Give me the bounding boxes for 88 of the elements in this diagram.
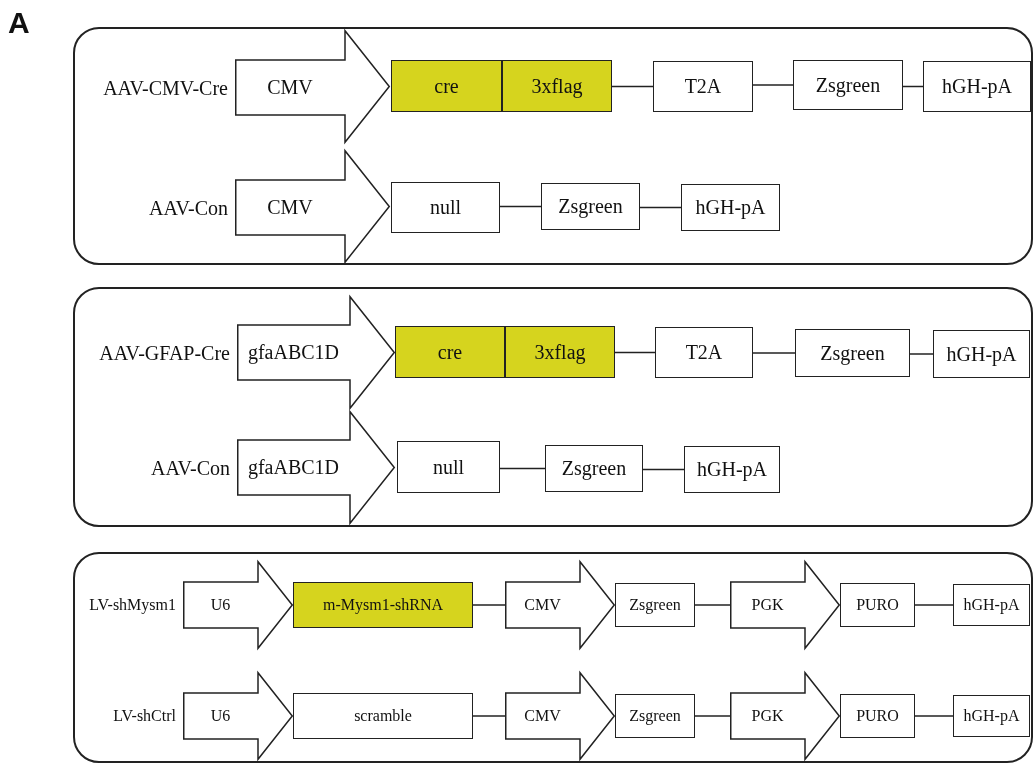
gene-element-box [681,184,780,231]
connector-line [614,351,656,354]
element-label: T2A [684,75,722,98]
connector-line [472,715,506,717]
connector-line [499,467,546,470]
connector-line [752,352,796,354]
gene-element-box [840,583,915,627]
element-label: cre [434,74,459,98]
gene-element-box [840,694,915,738]
element-label: cre [437,340,463,364]
construct-name: LV-shCtrl [113,706,176,726]
promoter-label: PGK [750,595,785,615]
connector-line [642,468,685,471]
connector-line [499,205,542,208]
promoter-label: U6 [209,595,232,615]
element-label: hGH-pA [963,596,1020,614]
gene-element-box [397,441,500,493]
connector-line [472,604,506,606]
gene-element-box [502,60,612,112]
element-label: Zsgreen [561,457,627,480]
connector-line [902,85,924,88]
gene-element-box [953,695,1030,737]
gene-element-box [293,582,473,628]
promoter-label: gfaABC1D [246,340,341,366]
element-label: Zsgreen [629,707,681,725]
construct-name: LV-shMysm1 [89,595,176,615]
promoter-label: gfaABC1D [246,455,341,481]
gene-element-box [793,60,903,110]
connector-line [694,604,731,606]
promoter-block [505,561,615,649]
connector-line [909,353,934,355]
promoter-label: CMV [523,595,562,615]
gene-element-box [391,182,500,233]
element-label: hGH-pA [946,342,1017,366]
gene-element-box [293,693,473,739]
gene-element-box [545,445,643,492]
construct-name: AAV-CMV-Cre [103,75,228,100]
element-label: 3xflag [531,74,583,98]
element-label: PURO [856,596,899,614]
connector-line [694,715,731,717]
element-label: Zsgreen [629,596,681,614]
gene-element-box [684,446,780,493]
construct-panel [73,287,1033,527]
promoter-label: CMV [266,75,314,100]
promoter-block [730,672,840,760]
connector-line [914,715,954,717]
element-label: null [432,455,465,479]
element-label: T2A [685,341,723,364]
element-label: Zsgreen [815,73,881,97]
gene-element-box [541,183,640,230]
element-label: hGH-pA [695,196,766,219]
element-label: Zsgreen [558,195,623,218]
gene-element-box [953,584,1030,626]
element-label: Zsgreen [820,341,885,365]
connector-line [752,84,794,86]
promoter-label: PGK [750,706,785,726]
element-label: scramble [354,707,412,725]
connector-line [611,85,654,88]
connector-line [639,206,682,209]
gene-element-box [923,61,1031,112]
gene-element-box [655,327,753,378]
gene-element-box [615,583,695,627]
element-label: 3xflag [534,340,586,364]
promoter-block [730,561,840,649]
element-label: hGH-pA [963,707,1020,725]
construct-name: AAV-Con [149,195,228,220]
gene-element-box [933,330,1030,378]
gene-element-box [653,61,753,112]
element-label: null [429,196,462,219]
element-label: hGH-pA [697,458,767,481]
panel-letter: A [8,6,30,40]
promoter-label: CMV [266,195,314,220]
gene-element-box [505,326,615,378]
construct-name: AAV-GFAP-Cre [99,340,230,365]
gene-element-box [391,60,502,112]
gene-element-box [615,694,695,738]
gene-element-box [395,326,505,378]
connector-line [914,604,954,606]
element-label: m-Mysm1-shRNA [323,596,443,614]
element-label: PURO [856,707,899,725]
promoter-block [505,672,615,760]
construct-panel [73,552,1033,763]
promoter-label: CMV [523,706,562,726]
element-label: hGH-pA [942,75,1012,98]
promoter-label: U6 [209,706,232,726]
construct-panel [73,27,1033,265]
construct-name: AAV-Con [151,455,230,480]
gene-element-box [795,329,910,377]
